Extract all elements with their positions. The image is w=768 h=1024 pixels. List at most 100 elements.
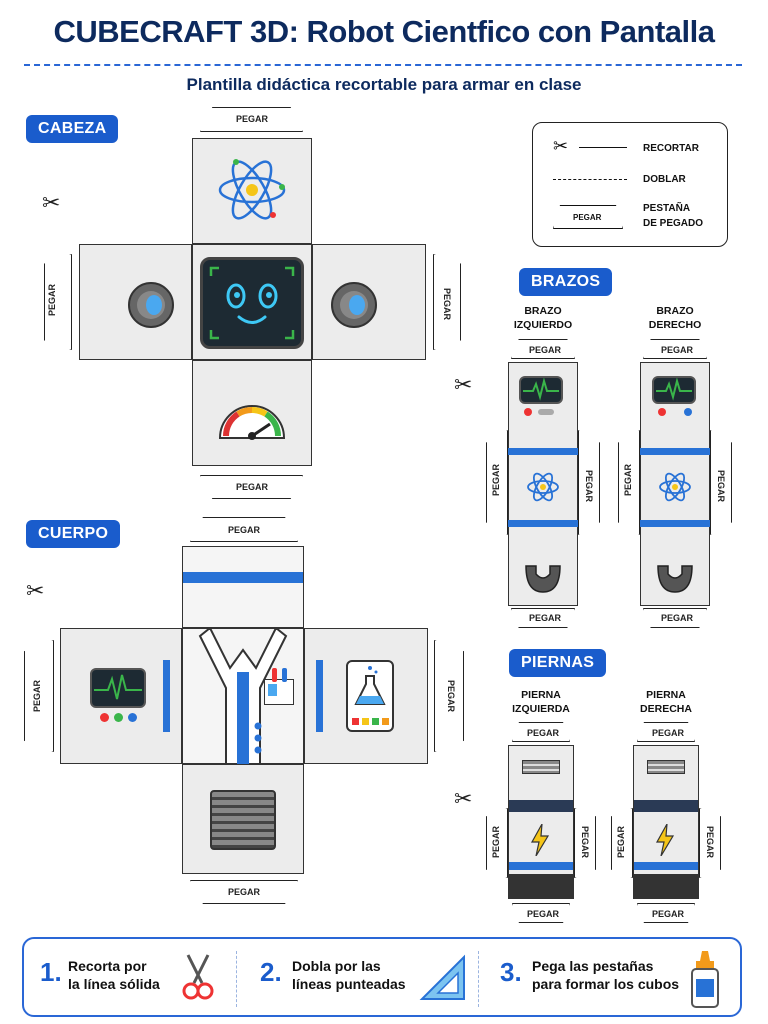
left-arm-band <box>508 448 578 455</box>
right-arm-left-tab-label: PEGAR <box>623 463 633 496</box>
instructions-panel: 1. Recorta por la línea sólida 2. Dobla … <box>22 937 742 1017</box>
heartbeat-icon <box>656 377 692 401</box>
left-arm-title: BRAZO IZQUIERDO <box>505 304 581 332</box>
left-arm-title-line2: IZQUIERDO <box>513 319 573 331</box>
right-leg-title: PIERNA DERECHA <box>628 688 704 716</box>
right-leg-strip <box>633 745 699 899</box>
body-top-face <box>182 546 304 628</box>
legend-fold-row: DOBLAR <box>533 167 729 197</box>
legend-tab-row: PEGAR PESTAÑA DE PEGADO <box>533 203 729 233</box>
right-leg-band <box>634 862 698 870</box>
lab-coat-icon <box>198 628 288 764</box>
legend-glue-line1: PESTAÑA <box>643 203 691 214</box>
body-bottom-tab <box>190 880 298 904</box>
right-leg-left-tab-label: PEGAR <box>616 825 626 858</box>
step-1-line2: la línea sólida <box>68 976 160 992</box>
left-leg-title-line2: IZQUIERDA <box>512 703 570 715</box>
right-leg-right-tab-label: PEGAR <box>705 826 715 859</box>
left-arm-top-tab-label: PEGAR <box>529 345 562 355</box>
gripper-claw-icon <box>525 565 561 593</box>
left-leg-left-tab-label: PEGAR <box>491 825 501 858</box>
left-arm-title-line1: BRAZO <box>524 305 562 317</box>
right-leg-title-line1: PIERNA <box>646 689 686 701</box>
red-pen-icon <box>272 668 277 682</box>
body-top-tab <box>190 517 298 542</box>
section-body-badge: CUERPO <box>26 520 121 548</box>
lightning-bolt-icon <box>655 824 675 856</box>
head-bottom-tab-label: PEGAR <box>236 482 269 492</box>
step-divider <box>478 951 479 1007</box>
head-top-tab-label: PEGAR <box>236 114 269 124</box>
page-subtitle: Plantilla didáctica recortable para arma… <box>186 75 582 94</box>
legend-tab-sample-label: PEGAR <box>573 213 602 222</box>
atom-icon <box>218 159 286 220</box>
green-indicator-icon <box>372 718 379 725</box>
head-left-tab-label: PEGAR <box>47 283 57 316</box>
left-arm-left-tab-label: PEGAR <box>491 463 501 496</box>
atom-icon <box>527 472 559 502</box>
step-3-number: 3. <box>500 957 522 987</box>
face-screen <box>200 257 304 349</box>
step-2-number: 2. <box>260 957 282 987</box>
section-legs-badge: PIERNAS <box>509 649 607 677</box>
left-leg-title: PIERNA IZQUIERDA <box>503 688 579 716</box>
left-arm-heartbeat-screen <box>519 376 563 404</box>
red-led-icon <box>524 408 532 416</box>
left-arm-right-tab-label: PEGAR <box>584 470 594 503</box>
gripper-claw-icon <box>657 565 693 593</box>
scissors-icon: ✂ <box>454 786 473 811</box>
head-top-tab <box>200 107 303 132</box>
step-1-text: Recorta por la línea sólida <box>68 957 160 993</box>
legend-cut-label: RECORTAR <box>643 143 699 154</box>
right-arm-title-line1: BRAZO <box>656 305 694 317</box>
smiley-face-icon <box>209 266 295 340</box>
legend-cut-row: ✂ RECORTAR <box>533 133 729 163</box>
heartbeat-icon <box>94 674 142 700</box>
right-arm-bottom-tab-label: PEGAR <box>661 613 694 623</box>
right-leg-bottom-tab-label: PEGAR <box>652 909 685 919</box>
step-2-line1: Dobla por las <box>292 958 381 974</box>
left-leg-dark-band <box>509 800 573 812</box>
orange-indicator-icon <box>382 718 389 725</box>
scissors-icon <box>182 954 214 1000</box>
body-left-tab-label: PEGAR <box>32 679 42 712</box>
left-leg-title-line1: PIERNA <box>521 689 561 701</box>
section-head-badge: CABEZA <box>26 115 119 143</box>
scissors-icon: ✂ <box>42 190 61 215</box>
red-led-icon <box>100 713 109 722</box>
dashed-line-icon <box>553 179 627 180</box>
heartbeat-icon <box>523 377 559 401</box>
body-top-band <box>183 572 303 583</box>
scissors-icon: ✂ <box>26 578 45 603</box>
blue-led-icon <box>684 408 692 416</box>
vent-grill-icon <box>210 790 276 850</box>
legend-glue-line2: DE PEGADO <box>643 218 704 229</box>
right-ear-knob-icon <box>331 282 377 328</box>
blue-pen-icon <box>282 668 287 682</box>
step-1-number: 1. <box>40 957 62 987</box>
body-right-tab-label: PEGAR <box>446 680 456 713</box>
section-arms-badge: BRAZOS <box>519 268 613 296</box>
solid-line-icon <box>579 147 627 148</box>
left-leg-top-tab-label: PEGAR <box>527 728 560 738</box>
left-leg-foot <box>509 874 573 898</box>
head-right-tab-label: PEGAR <box>442 288 452 321</box>
flask-icon <box>354 666 386 705</box>
left-arm-band-2 <box>508 520 578 527</box>
right-leg-title-line2: DERECHA <box>640 703 692 715</box>
yellow-indicator-icon <box>362 718 369 725</box>
right-arm-title-line2: DERECHO <box>648 319 702 331</box>
body-left-edge-band <box>163 660 170 732</box>
legend-box: ✂ RECORTAR DOBLAR PEGAR PESTAÑA DE PEGAD… <box>532 122 728 247</box>
scissors-icon: ✂ <box>454 372 473 397</box>
scissors-icon: ✂ <box>553 136 569 156</box>
vent-icon <box>522 760 560 774</box>
vent-icon <box>647 760 685 774</box>
left-arm-bottom-tab-label: PEGAR <box>529 613 562 623</box>
right-leg-top-tab-label: PEGAR <box>652 728 685 738</box>
step-3-text: Pega las pestañas para formar los cubos <box>532 957 679 993</box>
step-3-line2: para formar los cubos <box>532 976 680 992</box>
step-2-text: Dobla por las líneas punteadas <box>292 957 406 993</box>
id-badge-icon <box>264 679 294 705</box>
switch-icon <box>538 409 554 415</box>
